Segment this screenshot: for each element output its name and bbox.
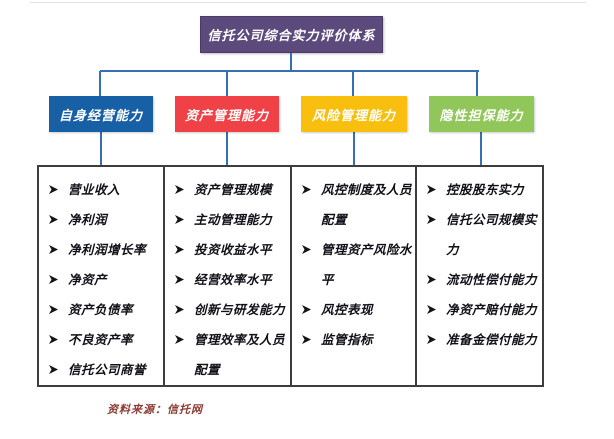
arrow-bullet-icon <box>175 275 184 284</box>
branch-header-label: 隐性担保能力 <box>439 107 524 123</box>
arrow-bullet-icon <box>302 335 311 344</box>
arrow-bullet-icon <box>175 215 184 224</box>
branch-header-self-operation: 自身经营能力 <box>49 96 153 132</box>
arrow-bullet-icon <box>175 305 184 314</box>
branch-header-risk-management: 风险管理能力 <box>301 96 407 132</box>
connector-horizontal <box>100 70 479 72</box>
branch-header-label: 风险管理能力 <box>311 107 396 123</box>
arrow-bullet-icon <box>427 275 436 284</box>
arrow-bullet-icon <box>49 215 58 224</box>
connector-stem-1 <box>100 132 102 166</box>
arrow-bullet-icon <box>49 275 58 284</box>
list-item: 创新与研发能力 <box>175 295 288 325</box>
arrow-bullet-icon <box>175 185 184 194</box>
list-item: 净利润 <box>49 205 161 235</box>
list-item: 控股股东实力 <box>427 175 540 205</box>
list-item: 营业收入 <box>49 175 161 205</box>
list-item: 不良资产率 <box>49 325 161 355</box>
indicator-table: 营业收入 净利润 净利润增长率 净资产 资产负债率 不良资产率 信托公司商誉 资… <box>37 165 544 387</box>
arrow-bullet-icon <box>175 335 184 344</box>
connector-title-stem <box>290 53 292 71</box>
arrow-bullet-icon <box>427 305 436 314</box>
branch-header-label: 资产管理能力 <box>184 107 269 123</box>
list-item: 净资产赔付能力 <box>427 295 540 325</box>
list-item: 资产管理规模 <box>175 175 288 205</box>
diagram-title: 信托公司综合实力评价体系 <box>200 16 383 53</box>
branch-header-label: 自身经营能力 <box>58 107 143 123</box>
list-item: 监管指标 <box>302 325 413 355</box>
arrow-bullet-icon <box>427 185 436 194</box>
connector-stem-4 <box>480 132 482 166</box>
arrow-bullet-icon <box>175 245 184 254</box>
list-item: 经营效率水平 <box>175 265 288 295</box>
list-item: 风控制度及人员配置 <box>302 175 413 235</box>
connector-drop-3 <box>352 71 354 97</box>
connector-drop-2 <box>226 71 228 97</box>
arrow-bullet-icon <box>302 185 311 194</box>
list-item: 管理资产风险水平 <box>302 235 413 295</box>
diagram-title-label: 信托公司综合实力评价体系 <box>207 28 376 43</box>
connector-stem-2 <box>226 132 228 166</box>
arrow-bullet-icon <box>427 335 436 344</box>
top-border-line <box>30 2 586 3</box>
list-item: 准备金偿付能力 <box>427 325 540 355</box>
list-item: 管理效率及人员配置 <box>175 325 288 385</box>
branch-header-implicit-guarantee: 隐性担保能力 <box>429 96 534 132</box>
list-item: 风控表现 <box>302 295 413 325</box>
list-item: 流动性偿付能力 <box>427 265 540 295</box>
branch-list-asset-management: 资产管理规模 主动管理能力 投资收益水平 经营效率水平 创新与研发能力 管理效率… <box>165 167 292 385</box>
connector-stem-3 <box>353 132 355 166</box>
arrow-bullet-icon <box>49 335 58 344</box>
list-item: 主动管理能力 <box>175 205 288 235</box>
arrow-bullet-icon <box>302 305 311 314</box>
list-item: 净利润增长率 <box>49 235 161 265</box>
list-item: 信托公司规模实力 <box>427 205 540 265</box>
list-item: 投资收益水平 <box>175 235 288 265</box>
branch-header-asset-management: 资产管理能力 <box>175 96 279 132</box>
connector-drop-1 <box>99 71 101 97</box>
source-note: 资料来源：信托网 <box>107 404 203 416</box>
list-item: 净资产 <box>49 265 161 295</box>
connector-drop-4 <box>476 71 478 97</box>
branch-list-risk-management: 风控制度及人员配置 管理资产风险水平 风控表现 监管指标 <box>292 167 417 385</box>
arrow-bullet-icon <box>427 215 436 224</box>
list-item: 信托公司商誉 <box>49 355 161 385</box>
arrow-bullet-icon <box>49 185 58 194</box>
branch-list-self-operation: 营业收入 净利润 净利润增长率 净资产 资产负债率 不良资产率 信托公司商誉 <box>39 167 165 385</box>
arrow-bullet-icon <box>49 305 58 314</box>
arrow-bullet-icon <box>49 365 58 374</box>
arrow-bullet-icon <box>49 245 58 254</box>
list-item: 资产负债率 <box>49 295 161 325</box>
branch-list-implicit-guarantee: 控股股东实力 信托公司规模实力 流动性偿付能力 净资产赔付能力 准备金偿付能力 <box>417 167 542 385</box>
arrow-bullet-icon <box>302 245 311 254</box>
